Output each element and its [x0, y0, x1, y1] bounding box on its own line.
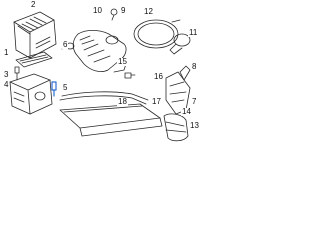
callout-3: 3 — [3, 70, 10, 79]
callout-17: 17 — [151, 97, 162, 106]
callout-13: 13 — [189, 121, 200, 130]
callout-8: 8 — [191, 62, 198, 71]
bracket-part — [179, 65, 191, 81]
callout-16: 16 — [153, 72, 164, 81]
callout-4: 4 — [3, 80, 10, 89]
fastener-part — [110, 8, 118, 21]
air-cleaner-housing-part — [9, 73, 53, 115]
callout-11: 11 — [188, 28, 199, 37]
callout-1: 1 — [3, 48, 10, 57]
lower-duct-part — [163, 113, 189, 142]
air-intake-parts-diagram — [9, 8, 191, 142]
callout-2: 2 — [30, 0, 37, 9]
callout-5: 5 — [62, 83, 69, 92]
callout-10: 10 — [92, 6, 103, 15]
harness-loop-part — [133, 19, 181, 49]
callout-12: 12 — [143, 7, 154, 16]
hose-clamp-part — [169, 33, 191, 55]
callout-6: 6 — [62, 40, 69, 49]
callout-14: 14 — [181, 107, 192, 116]
callout-7: 7 — [191, 97, 198, 106]
gasket-part — [59, 91, 149, 105]
sensor-part — [124, 72, 136, 79]
tray-part — [59, 103, 163, 137]
callout-15: 15 — [117, 57, 128, 66]
air-filter-element-part — [15, 51, 53, 68]
air-cleaner-cover-part — [13, 11, 57, 59]
callout-18: 18 — [117, 97, 128, 106]
clip-part-highlighted — [51, 81, 57, 97]
callout-9: 9 — [120, 6, 127, 15]
bolt-part — [14, 66, 20, 81]
